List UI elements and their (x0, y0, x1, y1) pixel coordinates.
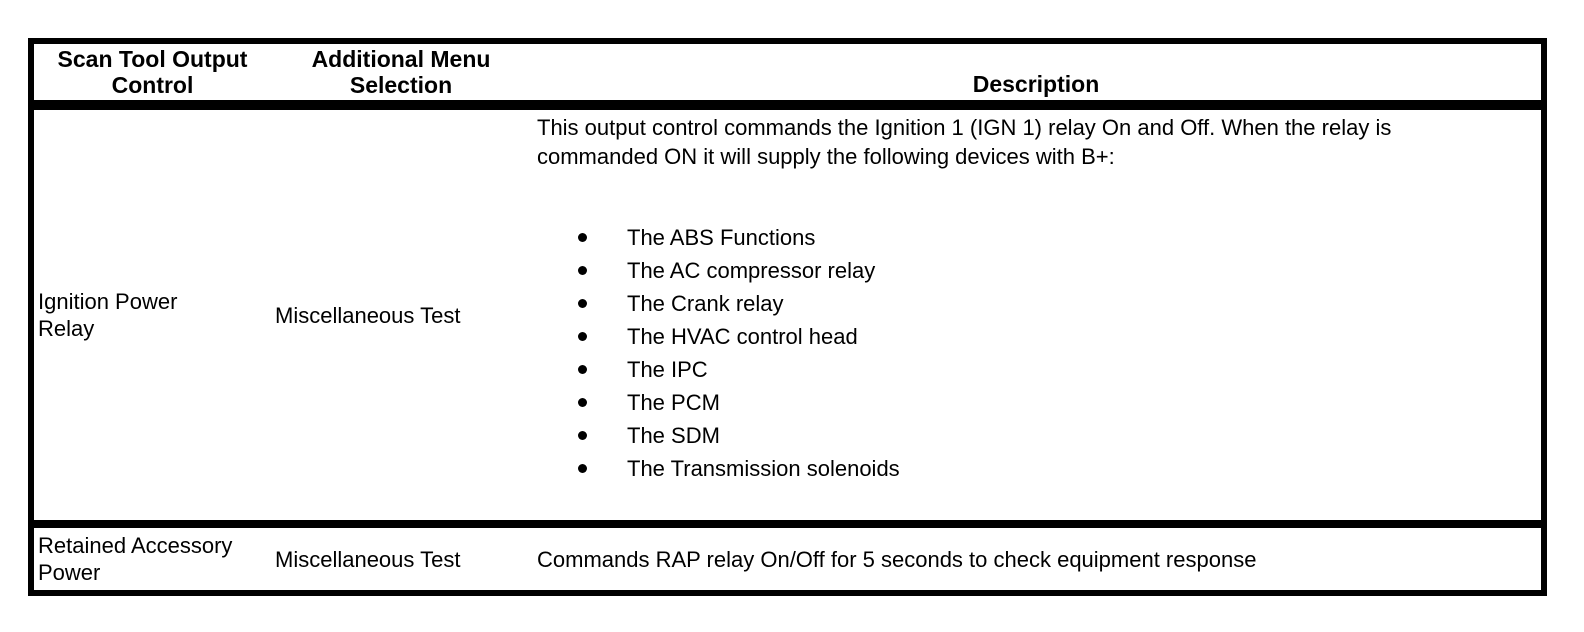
header-row: Scan Tool Output Control Additional Menu… (34, 44, 1541, 110)
scan-tool-output-controls-table: Scan Tool Output Control Additional Menu… (28, 38, 1547, 596)
bullet-icon (578, 431, 587, 440)
bullet-item-label: The Transmission solenoids (627, 456, 900, 481)
cell-menu-selection: Miscellaneous Test (275, 546, 461, 572)
bullet-item: The SDM (537, 419, 1535, 452)
table-row-ignition-power-relay: Ignition Power Relay Miscellaneous Test … (34, 110, 1541, 528)
bullet-item: The HVAC control head (537, 320, 1535, 353)
bullet-item-label: The PCM (627, 390, 720, 415)
bullet-item: The ABS Functions (537, 221, 1535, 254)
cell-control-retained-accessory-power: Retained Accessory Power (38, 533, 233, 585)
header-scan-tool-output-control: Scan Tool Output Control (34, 44, 271, 110)
table-row-retained-accessory-power: Retained Accessory Power Miscellaneous T… (34, 528, 1541, 590)
bullet-item-label: The SDM (627, 423, 720, 448)
header-additional-menu-selection: Additional Menu Selection (271, 44, 531, 110)
bullet-icon (578, 266, 587, 275)
bullet-icon (578, 332, 587, 341)
bullet-icon (578, 464, 587, 473)
bullet-item: The AC compressor relay (537, 254, 1535, 287)
bullet-item-label: The ABS Functions (627, 225, 816, 250)
bullet-item-label: The HVAC control head (627, 324, 858, 349)
bullet-icon (578, 299, 587, 308)
bullet-item: The Transmission solenoids (537, 452, 1535, 485)
bullet-item-label: The IPC (627, 357, 708, 382)
cell-description: This output control commands the Ignitio… (531, 110, 1541, 528)
bullet-list: The ABS Functions The AC compressor rela… (537, 221, 1535, 485)
description-intro: This output control commands the Ignitio… (537, 115, 1392, 169)
cell-description: Commands RAP relay On/Off for 5 seconds … (537, 546, 1257, 572)
bullet-item-label: The AC compressor relay (627, 258, 876, 283)
bullet-item-label: The Crank relay (627, 291, 784, 316)
header-description: Description (531, 44, 1541, 110)
bullet-item: The IPC (537, 353, 1535, 386)
bullet-icon (578, 398, 587, 407)
bullet-item: The Crank relay (537, 287, 1535, 320)
bullet-icon (578, 233, 587, 242)
bullet-icon (578, 365, 587, 374)
cell-control-ignition-power-relay: Ignition Power Relay (34, 110, 271, 528)
bullet-item: The PCM (537, 386, 1535, 419)
cell-menu-selection: Miscellaneous Test (271, 110, 531, 528)
